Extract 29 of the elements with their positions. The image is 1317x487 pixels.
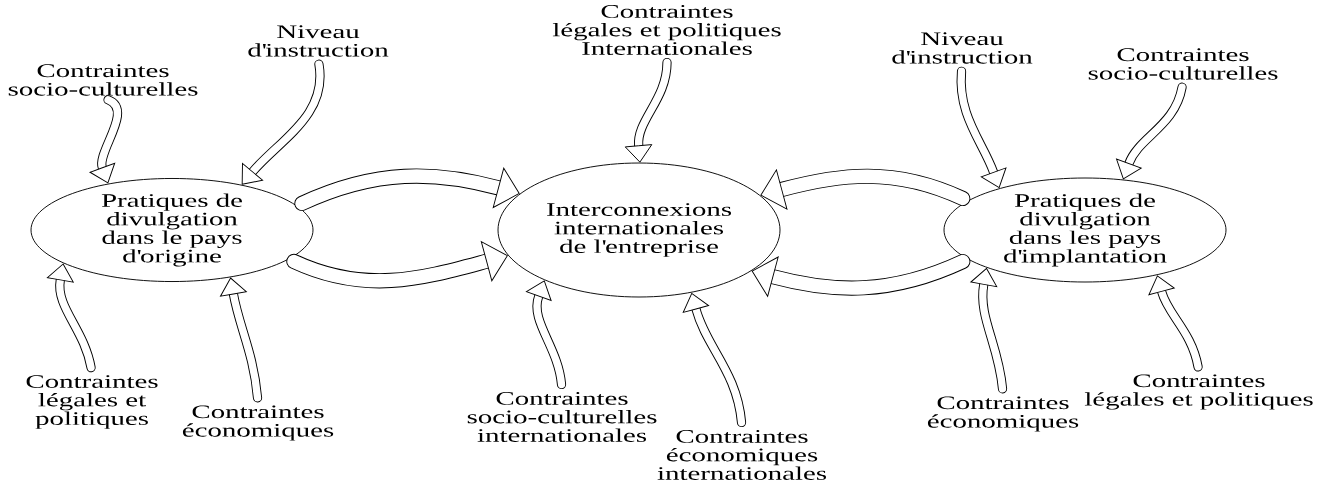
text-label: Contraintes légales et politiques	[1084, 374, 1313, 410]
text-label: Contraintes économiques	[182, 405, 334, 441]
block-arrow	[241, 59, 325, 185]
text-label: Contraintes socio-culturelles	[8, 64, 198, 96]
text-label: Niveau d'instruction	[892, 32, 1033, 64]
block-arrow	[294, 167, 520, 212]
text-label: Contraintes économiques internationales	[657, 430, 826, 480]
block-arrow	[1148, 275, 1203, 372]
block-arrow	[526, 280, 567, 390]
block-arrow	[220, 277, 263, 403]
text-label: Niveau d'instruction	[248, 25, 389, 57]
text-label: Contraintes socio-culturelles	[1088, 48, 1278, 80]
block-arrow	[682, 292, 747, 428]
block-arrow	[46, 263, 96, 373]
block-arrow	[956, 66, 1007, 188]
block-arrow	[760, 168, 971, 210]
block-arrow	[1116, 82, 1187, 180]
block-arrow	[970, 268, 1008, 394]
ellipse-node: Interconnexions internationales de l'entreprise	[497, 162, 781, 298]
ellipse-node: Pratiques de divulgation dans le pays d'origine	[30, 178, 314, 282]
ellipse-node: Pratiques de divulgation dans les pays d'implantation	[943, 177, 1227, 283]
block-arrow	[286, 241, 508, 289]
block-arrow	[625, 57, 672, 163]
text-label: Contraintes légales et politiques	[26, 375, 158, 429]
text-label: Contraintes légales et politiques Internationales	[552, 5, 781, 55]
block-arrow	[751, 253, 971, 297]
block-arrow	[89, 95, 123, 184]
text-label: Contraintes économiques	[927, 396, 1079, 432]
text-label: Contraintes socio-culturelles internationales	[467, 392, 657, 442]
